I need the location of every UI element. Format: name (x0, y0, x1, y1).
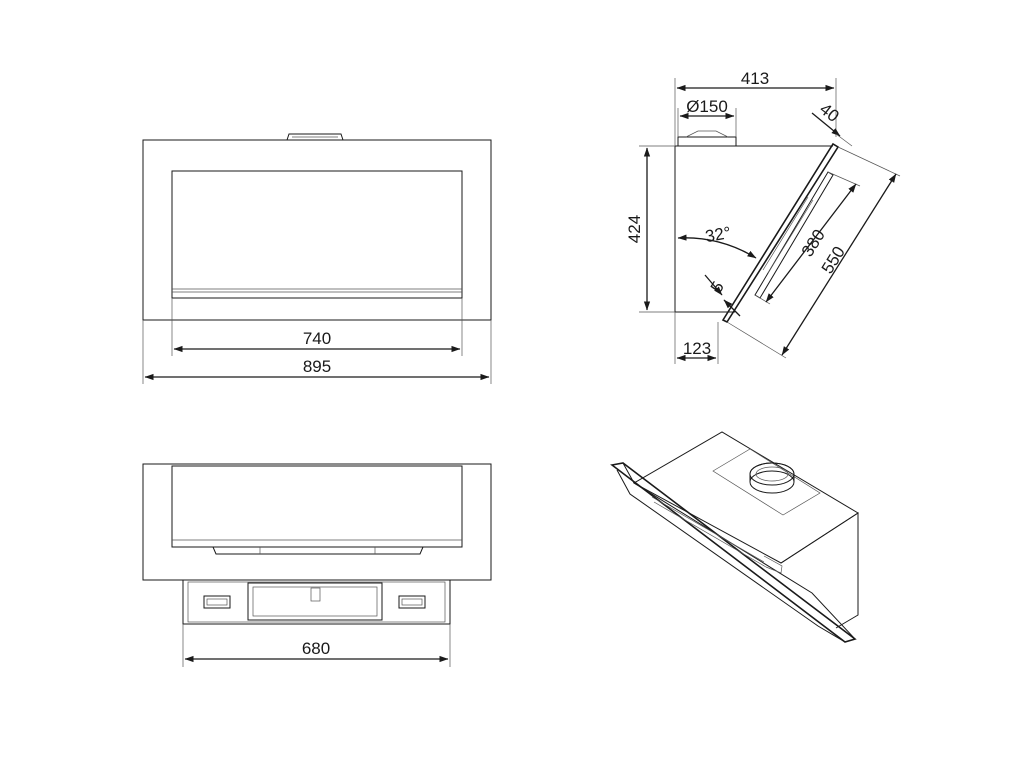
bottom-filter-right (398, 595, 426, 609)
angle-arc (677, 234, 757, 259)
dim-label-895: 895 (303, 357, 331, 376)
isometric-view (610, 431, 859, 643)
front-glass-panel (171, 170, 463, 299)
dim-label-413: 413 (741, 69, 769, 88)
dim-label-680: 680 (302, 639, 330, 658)
front-view: 740 895 (142, 133, 492, 384)
iso-duct (749, 462, 795, 494)
dim-label-5: 5 (707, 278, 728, 296)
iso-body-side (780, 512, 859, 629)
bottom-motor-box (182, 579, 451, 625)
bottom-filter-left (203, 595, 231, 609)
dim-label-550: 550 (818, 243, 849, 277)
dim-line-550 (781, 173, 897, 356)
dim-label-angle: 32° (704, 223, 733, 246)
front-housing (142, 139, 492, 321)
bottom-glass-panel (171, 465, 463, 548)
dim-label-740: 740 (303, 329, 331, 348)
bottom-filter-center (247, 582, 383, 621)
dim-label-150: Ø150 (686, 97, 728, 116)
dim-label-123: 123 (683, 339, 711, 358)
bottom-housing (142, 463, 492, 581)
side-duct-collar (677, 136, 737, 147)
bottom-view: 680 (142, 463, 492, 667)
side-view: 413 Ø150 40 424 32° 5 380 550 (625, 69, 901, 364)
dim-label-40: 40 (816, 99, 843, 126)
dim-label-424: 424 (625, 215, 644, 243)
front-top-connector (286, 133, 344, 141)
dim-line-40 (811, 112, 841, 137)
